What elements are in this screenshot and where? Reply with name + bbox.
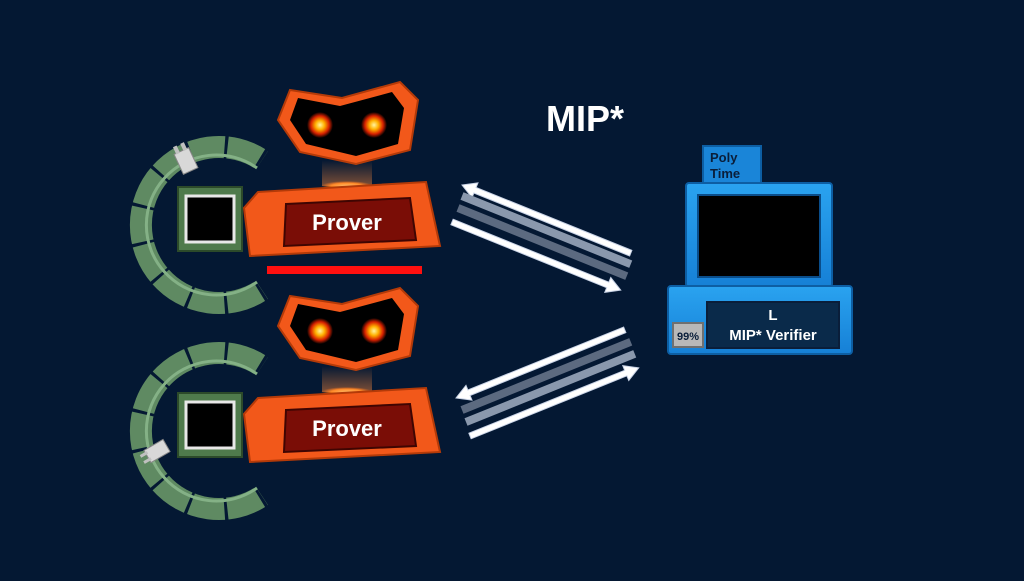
- eye-left-icon: [307, 112, 333, 138]
- arrow-to-verifier-icon: [468, 365, 640, 440]
- eye-right-icon: [361, 112, 387, 138]
- verifier-computer: Poly Time L MIP* Verifier 99%: [667, 145, 853, 355]
- prover-head: [276, 80, 420, 166]
- prover-body: Prover: [242, 386, 442, 464]
- entanglement-ring-icon: [128, 135, 269, 315]
- eye-right-icon: [361, 318, 387, 344]
- diagram-title: MIP*: [546, 98, 624, 139]
- plug-icon: [172, 142, 199, 176]
- prover-2-label: Prover: [312, 416, 382, 441]
- prover-1-label: Prover: [312, 210, 382, 235]
- device-screen: [184, 194, 236, 244]
- poly-time-line2: Time: [710, 166, 740, 181]
- message-arrows-prover-1: [450, 182, 633, 293]
- arrow-shadow: [460, 338, 633, 414]
- poly-time-tag: [702, 145, 762, 185]
- verifier-name: MIP* Verifier: [729, 327, 817, 344]
- message-arrows-prover-2: [455, 326, 640, 440]
- prover-2: Prover: [128, 286, 442, 521]
- plug-icon: [139, 438, 171, 464]
- arrow-shadow: [464, 350, 637, 426]
- no-communication-separator: [267, 266, 422, 274]
- prover-1: Prover: [128, 80, 442, 315]
- arrow-to-verifier-icon: [450, 218, 622, 293]
- confidence-badge: [672, 322, 704, 348]
- verifier-screen: [697, 194, 821, 278]
- arrow-shadow: [456, 204, 629, 280]
- arrow-to-prover-1-icon: [461, 182, 633, 257]
- device-screen: [184, 400, 236, 450]
- prover-body: Prover: [242, 180, 442, 258]
- verifier-language: L: [768, 307, 777, 324]
- poly-time-line1: Poly: [710, 150, 738, 165]
- confidence-value: 99%: [677, 331, 699, 343]
- eye-left-icon: [307, 318, 333, 344]
- prover-head: [276, 286, 420, 372]
- entanglement-ring-icon: [128, 341, 269, 521]
- arrow-to-prover-2-icon: [455, 326, 627, 401]
- arrow-shadow: [460, 192, 633, 268]
- verifier-label-panel: [706, 301, 840, 349]
